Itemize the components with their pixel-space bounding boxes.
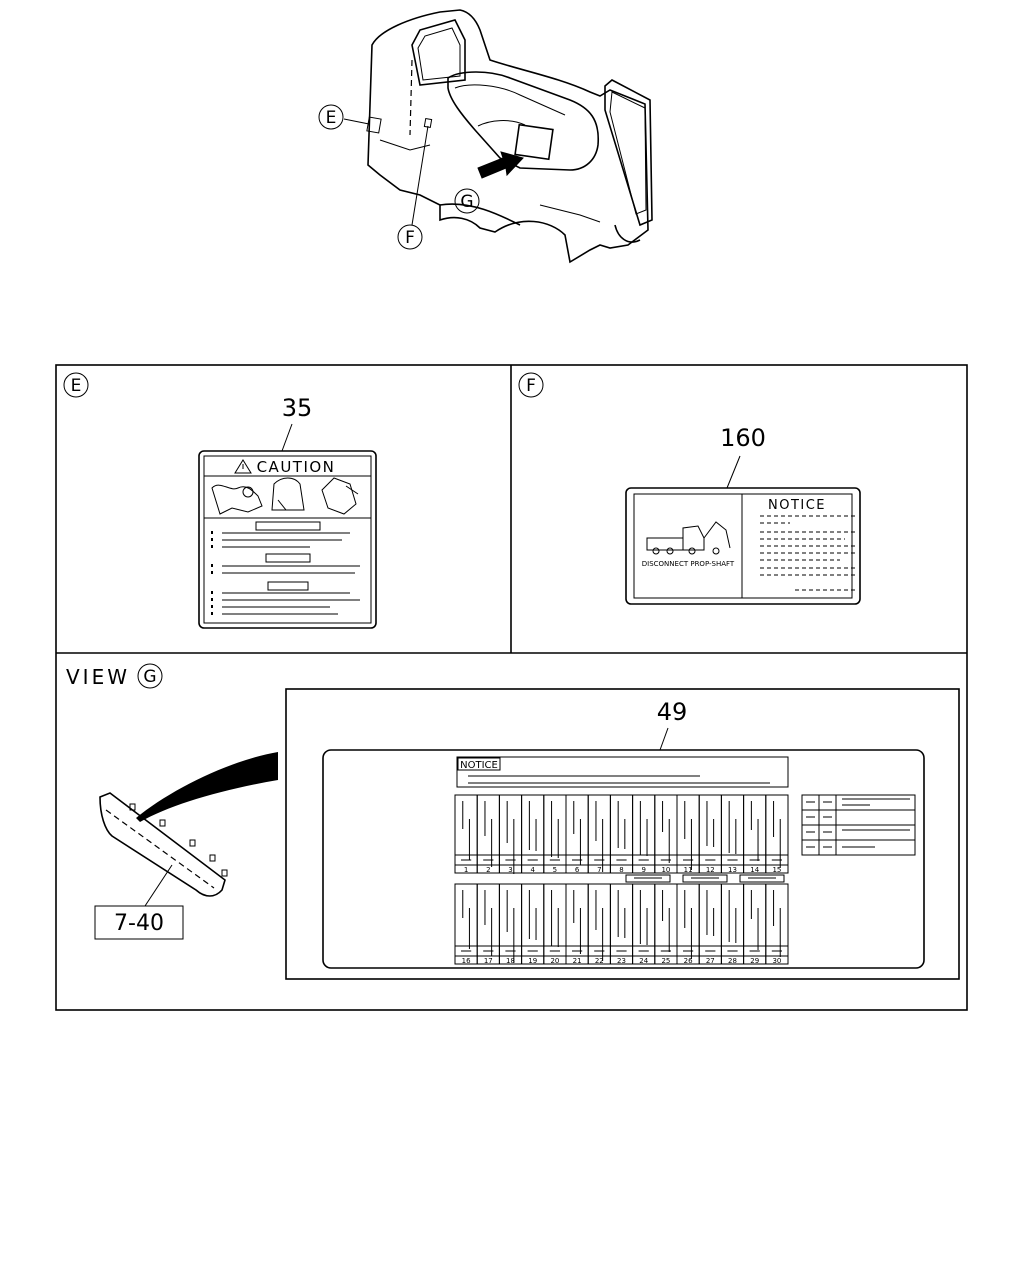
bottom-fuse-number-29: 29 [750,957,759,965]
bottom-fuse-number-28: 28 [728,957,737,965]
svg-text:7-40: 7-40 [114,911,164,936]
panel-f-letter: F [526,376,536,396]
fuse-box-cover-drawing [99,752,278,907]
bottom-fuse-number-18: 18 [506,957,515,965]
bottom-fuse-number-20: 20 [550,957,559,965]
top-fuse-number-7: 7 [597,866,601,874]
bottom-fuse-number-22: 22 [595,957,604,965]
panel-grid [55,364,968,1011]
bottom-fuse-number-26: 26 [684,957,693,965]
top-fuse-number-11: 11 [684,866,693,874]
callout-e-overview: E [318,104,344,130]
bottom-fuse-number-21: 21 [573,957,582,965]
panel-g-letter: G [143,667,156,687]
svg-text:F: F [405,228,415,248]
caution-label: CAUTION [198,450,377,629]
bottom-fuse-number-17: 17 [484,957,493,965]
top-fuse-number-4: 4 [530,866,535,874]
part-number-49: 49 [657,698,688,726]
part-number-160: 160 [720,424,766,452]
warning-triangle-icon [234,459,252,474]
panel-g: VIEW G 7-40 49 NOTICE [66,663,960,980]
notice-f-title: NOTICE [768,498,826,513]
view-label: VIEW [66,665,130,689]
cab-overview-drawing [343,9,653,264]
bottom-fuse-number-24: 24 [639,957,648,965]
top-fuse-number-10: 10 [661,866,670,874]
top-fuse-number-9: 9 [641,866,645,874]
caution-text: CAUTION [257,458,336,476]
top-fuse-number-6: 6 [575,866,580,874]
bottom-fuse-number-16: 16 [462,957,471,965]
panel-f: F 160 NOTICE DISCONNECT PROP-SHAFT [518,372,861,605]
arrow-icon [477,151,524,179]
top-fuse-number-5: 5 [553,866,557,874]
notice-g-title: NOTICE [460,760,498,771]
top-fuse-number-1: 1 [464,866,468,874]
truck-icon [646,521,731,555]
disconnect-prop-shaft-text: DISCONNECT PROP-SHAFT [642,560,735,568]
top-fuse-number-15: 15 [772,866,781,874]
top-fuse-number-14: 14 [750,866,759,874]
notice-label-f: NOTICE DISCONNECT PROP-SHAFT [625,487,861,605]
top-fuse-number-13: 13 [728,866,737,874]
bottom-fuse-number-27: 27 [706,957,715,965]
callout-f-overview: F [397,224,423,250]
bottom-fuse-number-25: 25 [661,957,670,965]
fuse-legend-table [801,794,916,856]
svg-text:G: G [460,192,473,212]
top-fuse-number-8: 8 [619,866,623,874]
bottom-fuse-number-19: 19 [528,957,537,965]
bottom-fuse-number-30: 30 [772,957,781,965]
caution-pictograms [211,477,359,515]
callout-g-overview: G [454,188,480,214]
notice-f-text-lines [760,515,855,591]
panel-e-letter: E [71,376,82,396]
top-fuse-number-12: 12 [706,866,715,874]
caution-text-lines [211,521,360,615]
top-fuse-number-3: 3 [508,866,512,874]
panel-e: E 35 CAUTION [63,372,377,629]
bottom-fuse-number-23: 23 [617,957,626,965]
ref-7-40-box: 7-40 [94,905,184,940]
svg-text:E: E [326,108,337,128]
top-fuse-number-2: 2 [486,866,490,874]
part-number-35: 35 [282,394,313,422]
